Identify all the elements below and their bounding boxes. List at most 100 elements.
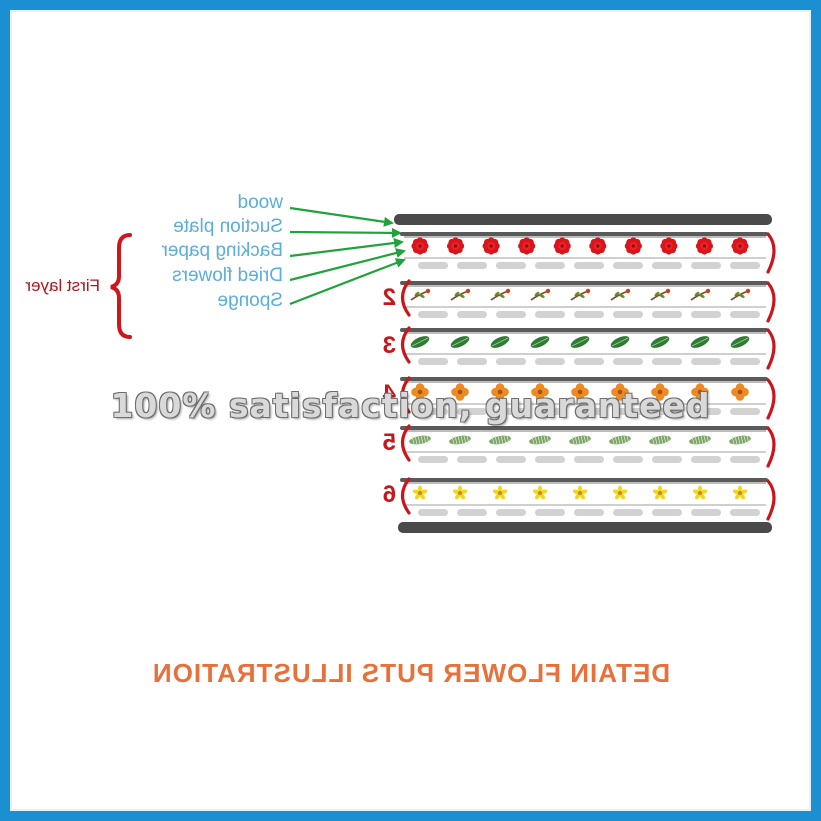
red-flower-icon — [553, 237, 571, 255]
suction-plate-line — [400, 328, 768, 332]
label-backing-paper: Backing paper — [161, 240, 283, 261]
fern-leaf-icon — [729, 435, 751, 445]
sponge-segment — [457, 358, 487, 365]
sponge-segment — [457, 311, 487, 318]
sponge-segment — [535, 456, 565, 463]
layer-bracket-right — [766, 378, 776, 420]
sponge-segment — [574, 358, 604, 365]
backing-paper-line — [404, 332, 766, 334]
sponge-segment — [535, 358, 565, 365]
green-leaf-icon — [650, 336, 670, 348]
brown-sprig-icon — [490, 288, 511, 301]
sponge-segment — [691, 311, 721, 318]
suction-plate-line — [400, 426, 768, 430]
sponge-segment — [574, 509, 604, 516]
sponge-segment — [730, 456, 760, 463]
orange-flower-icon — [451, 383, 469, 401]
sponge-segment — [418, 408, 448, 415]
sponge-segment — [457, 509, 487, 516]
layer-number-6: 6 — [383, 481, 396, 508]
orange-flower-icon — [691, 383, 709, 401]
fern-leaf-icon — [649, 435, 671, 445]
press-layer-1 — [400, 232, 776, 274]
red-flower-icon — [695, 237, 714, 255]
press-layer-4 — [400, 376, 776, 420]
caption: DETAIN FLOWER PUTS ILLUSTRATION — [152, 658, 670, 688]
fern-leaf-icon — [609, 435, 631, 445]
orange-flower-icon — [531, 383, 549, 401]
sponge-segment — [496, 408, 526, 415]
sponge-segment — [496, 358, 526, 365]
green-leaf-icon — [570, 336, 590, 348]
suction-plate-line — [400, 377, 768, 381]
label-first-layer: First layer — [25, 276, 100, 295]
sponge-segment — [574, 408, 604, 415]
sponge-segment — [496, 456, 526, 463]
backing-paper-line — [404, 482, 766, 484]
backing-paper-line — [404, 381, 766, 383]
sponge-segment — [418, 509, 448, 516]
sponge-segment — [496, 509, 526, 516]
red-flower-icon — [731, 237, 749, 255]
sponge-segment — [691, 456, 721, 463]
red-flower-icon — [589, 237, 607, 255]
layer-number-4: 4 — [382, 380, 396, 407]
sponge-segment — [730, 262, 760, 269]
top-wood-board — [394, 214, 772, 225]
red-flower-icon — [482, 237, 500, 255]
green-leaf-icon — [490, 336, 510, 348]
sponge-segment — [496, 311, 526, 318]
layer-bracket-left — [400, 326, 411, 364]
orange-flower-icon — [731, 383, 749, 401]
red-flower-icon — [660, 237, 678, 255]
brown-sprig-icon — [450, 288, 471, 301]
brown-sprig-icon — [650, 288, 671, 301]
sponge-segment — [574, 262, 604, 269]
backing-paper-line — [404, 430, 766, 432]
orange-flower-icon — [411, 383, 429, 401]
brown-sprig-icon — [730, 288, 751, 301]
mirrored-label-group: wood Suction plate Backing paper Dried f… — [161, 192, 284, 311]
layer-bracket-right — [766, 328, 776, 370]
sponge-segment — [730, 509, 760, 516]
backing-paper-line — [404, 403, 766, 405]
sponge-segment — [535, 408, 565, 415]
fern-leaf-icon — [569, 435, 591, 445]
layer-bracket-right — [766, 426, 776, 468]
green-leaf-icon — [530, 336, 550, 348]
label-suction-plate: Suction plate — [173, 216, 283, 237]
green-leaf-icon — [410, 336, 430, 348]
sponge-segment — [574, 311, 604, 318]
layer-bracket-left — [400, 424, 411, 462]
layer-numbers: 2 3 4 5 6 — [382, 284, 396, 508]
yellow-flower-icon — [612, 485, 628, 500]
yellow-flower-icon — [452, 485, 468, 500]
suction-plate-line — [400, 478, 768, 482]
backing-paper-line — [404, 504, 766, 506]
backing-paper-line — [404, 451, 766, 453]
sponge-segment — [730, 311, 760, 318]
sponge-segment — [730, 358, 760, 365]
press-layer-6 — [400, 477, 776, 521]
yellow-flower-icon — [732, 485, 748, 500]
sponge-segment — [457, 262, 487, 269]
label-sponge: Sponge — [217, 290, 283, 311]
brown-sprig-icon — [570, 288, 591, 301]
sponge-segment — [691, 262, 721, 269]
sponge-segment — [730, 408, 760, 415]
red-flower-icon — [624, 237, 642, 255]
fern-leaf-icon — [689, 435, 711, 445]
layer-bracket-right — [766, 232, 776, 274]
layer-bracket-left — [400, 279, 411, 317]
layer-bracket-right — [766, 479, 776, 521]
sponge-segment — [691, 509, 721, 516]
sponge-segment — [418, 358, 448, 365]
yellow-flower-icon — [492, 485, 508, 500]
backing-paper-line — [404, 257, 766, 259]
brown-sprig-icon — [530, 288, 551, 301]
layer-bracket-left — [400, 376, 411, 414]
sponge-segment — [418, 262, 448, 269]
backing-paper-line — [404, 353, 766, 355]
sponge-segment — [535, 311, 565, 318]
